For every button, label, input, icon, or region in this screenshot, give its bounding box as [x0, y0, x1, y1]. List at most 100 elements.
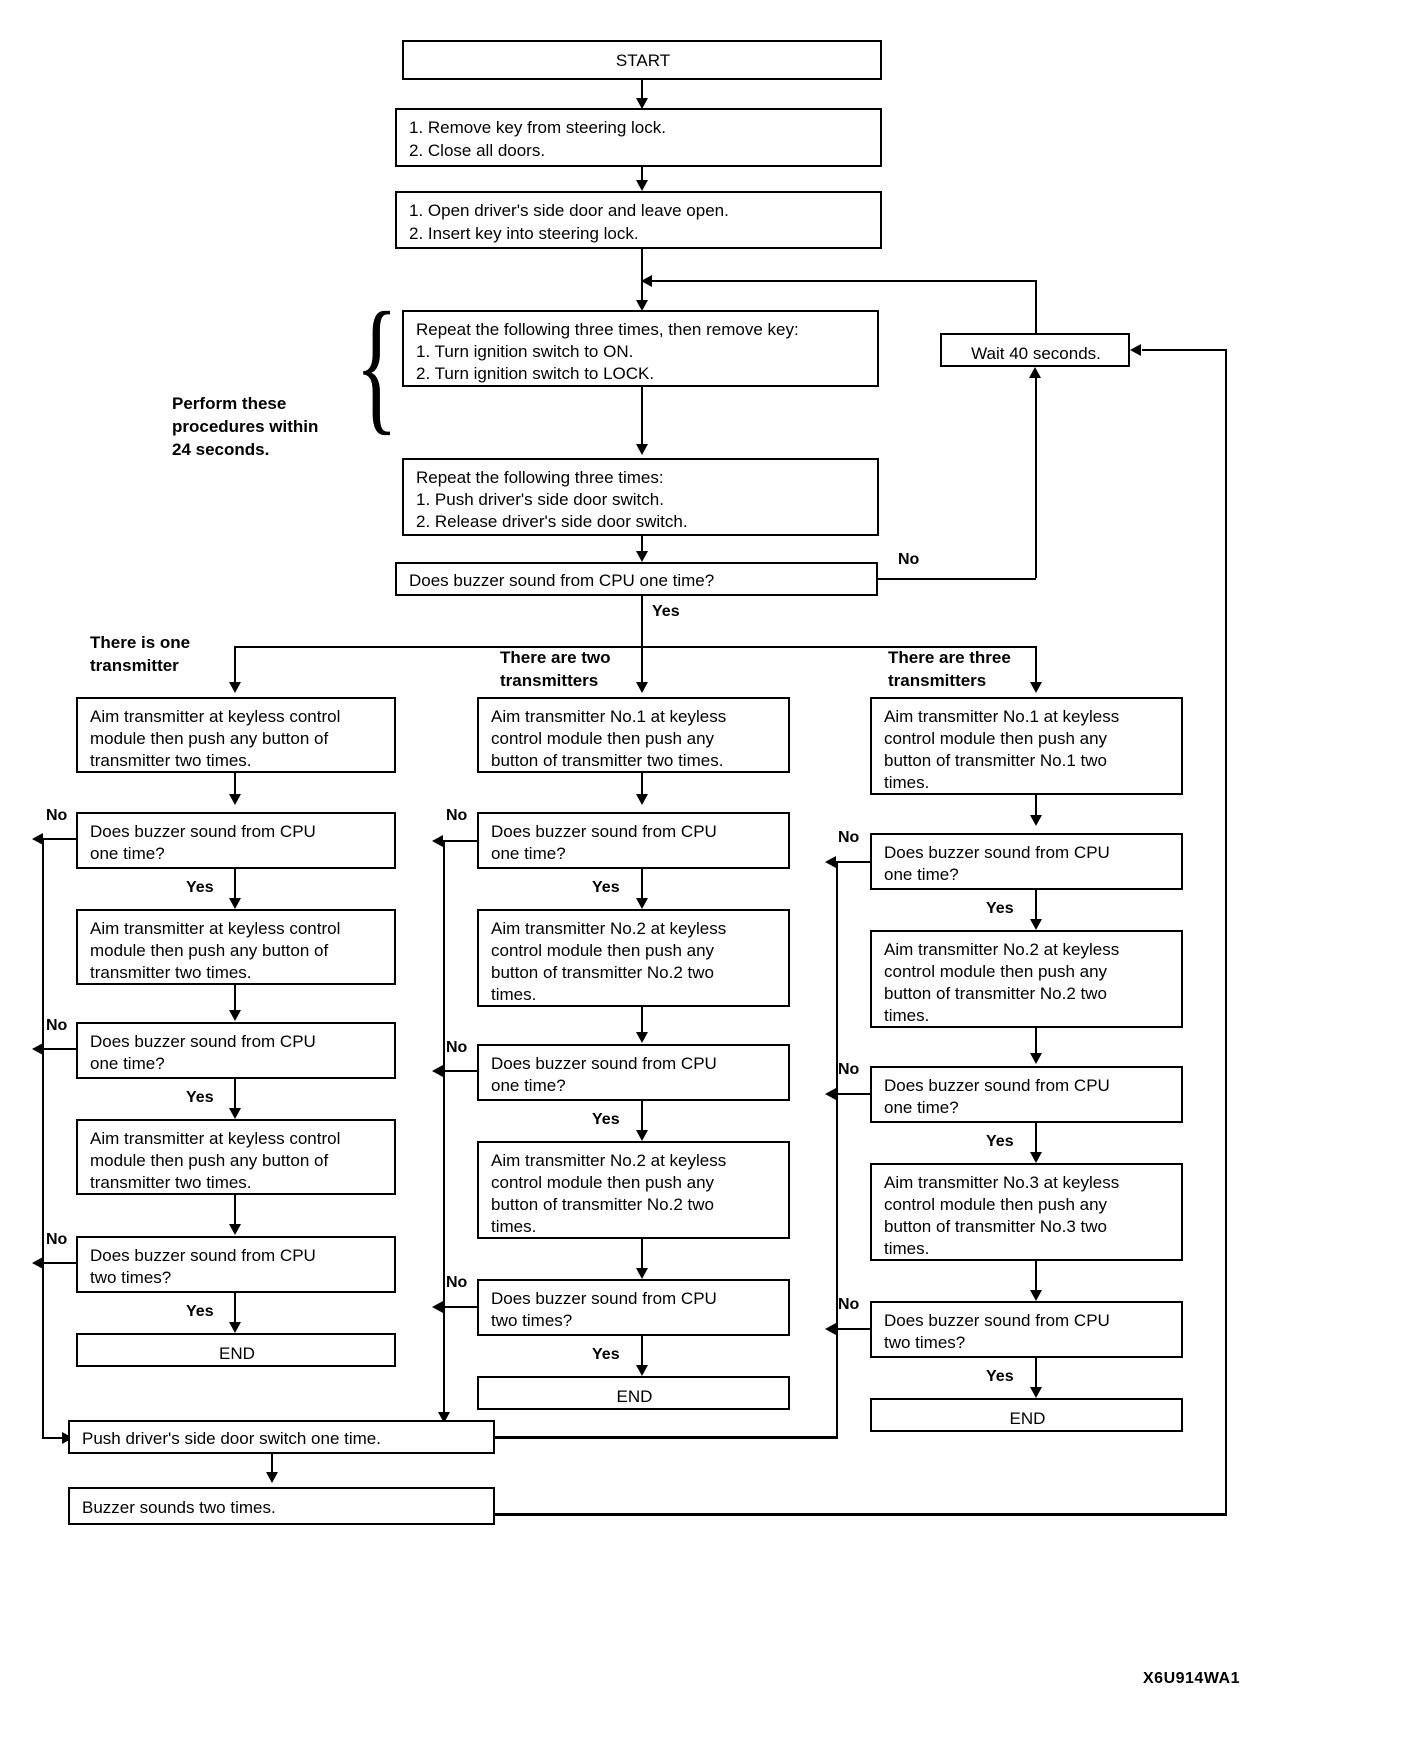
arrow-step3-to-step4 — [636, 444, 648, 455]
arrow-junction-to-step3 — [636, 300, 648, 311]
col-two-noarrow-5 — [432, 1301, 443, 1313]
col-one-step-0: Aim transmitter at keyless control modul… — [76, 697, 396, 773]
arrow-branch-three — [1030, 682, 1042, 693]
col-three-step-2: Aim transmitter No.2 at keyless control … — [870, 930, 1183, 1028]
connector-step3-to-step4 — [641, 387, 643, 452]
col-one-arrow-2 — [229, 1010, 241, 1021]
col-one-arrow-5 — [229, 1322, 241, 1333]
col-one-step-2: Aim transmitter at keyless control modul… — [76, 909, 396, 985]
col-two-arrow-3 — [636, 1130, 648, 1141]
col-two-no-rail-arrow — [438, 1412, 450, 1423]
branch-bus — [234, 646, 1037, 648]
timing-note: Perform these procedures within 24 secon… — [172, 394, 319, 459]
connector-step2-to-junction — [641, 249, 643, 281]
col-one-noline-5 — [42, 1262, 78, 1264]
col-one-step-5: Does buzzer sound from CPU two times? — [76, 1236, 396, 1293]
main-decision-no-label: No — [898, 551, 920, 568]
col-one-conn-3 — [234, 1079, 236, 1117]
col-two-conn-0 — [641, 773, 643, 801]
step1-box: 1. Remove key from steering lock. 2. Clo… — [395, 108, 882, 167]
arrow-branch-two — [636, 682, 648, 693]
col-one-step-1: Does buzzer sound from CPU one time? — [76, 812, 396, 869]
col-two-noline-3 — [443, 1070, 479, 1072]
col-two-step-4: Aim transmitter No.2 at keyless control … — [477, 1141, 790, 1239]
timing-brace: { — [355, 282, 399, 448]
col-one-yes-3: Yes — [186, 1089, 214, 1106]
arrow-branch-one — [229, 682, 241, 693]
branch-label-three: There are three transmitters — [888, 648, 1011, 690]
col-three-noline-5 — [836, 1328, 872, 1330]
col-three-noarrow-3 — [825, 1088, 836, 1100]
col-two-conn-4 — [641, 1239, 643, 1277]
col-two-step-1: Does buzzer sound from CPU one time? — [477, 812, 790, 869]
branch-label-one: There is one transmitter — [90, 633, 191, 675]
col-three-noline-1 — [836, 861, 872, 863]
col-two-yes-3: Yes — [592, 1111, 620, 1128]
connector-buzzer-to-farright — [495, 1513, 1227, 1516]
connector-junction-to-step3 — [641, 281, 643, 306]
col-three-noline-3 — [836, 1093, 872, 1095]
connector-start-to-step1 — [641, 80, 643, 101]
connector-main-no — [878, 578, 1036, 580]
col-one-noarrow-5 — [32, 1257, 43, 1269]
col-one-arrow-3 — [229, 1108, 241, 1119]
col-two-arrow-2 — [636, 1032, 648, 1043]
col-one-step-4: Aim transmitter at keyless control modul… — [76, 1119, 396, 1195]
arrow-into-wait-bottom — [1029, 367, 1041, 378]
col-one-noarrow-3 — [32, 1043, 43, 1055]
col-three-no-3: No — [838, 1061, 860, 1078]
col-three-step-5: Does buzzer sound from CPU two times? — [870, 1301, 1183, 1358]
col-three-arrow-1 — [1030, 919, 1042, 930]
col-one-yes-1: Yes — [186, 879, 214, 896]
col-two-step-3: Does buzzer sound from CPU one time? — [477, 1044, 790, 1101]
col-three-no-rail — [836, 861, 838, 1437]
col-two-conn-2 — [641, 1007, 643, 1040]
col-one-no-rail — [42, 838, 44, 1438]
connector-wait-return-horizontal — [652, 280, 1036, 282]
connector-nodecision-to-wait — [1035, 378, 1037, 578]
arrow-step4-to-decision — [636, 551, 648, 562]
col-two-conn-5 — [641, 1336, 643, 1374]
branch-drop-two — [641, 646, 643, 690]
diagram-code-label: X6U914WA1 — [1143, 1670, 1240, 1687]
col-two-step-5: Does buzzer sound from CPU two times? — [477, 1279, 790, 1336]
col-two-arrow-1 — [636, 898, 648, 909]
col-three-arrow-5 — [1030, 1387, 1042, 1398]
connector-farright-to-wait — [1142, 349, 1227, 351]
col-three-conn-2 — [1035, 1028, 1037, 1061]
col-three-noarrow-5 — [825, 1323, 836, 1335]
col-two-yes-1: Yes — [592, 879, 620, 896]
col-one-no-5: No — [46, 1231, 68, 1248]
col-one-step-3: Does buzzer sound from CPU one time? — [76, 1022, 396, 1079]
branch-label-two: There are two transmitters — [500, 648, 611, 690]
start-box: START — [402, 40, 882, 80]
col-one-no-rail-arrow — [62, 1432, 73, 1444]
col-two-noline-1 — [443, 840, 479, 842]
col-two-yes-5: Yes — [592, 1346, 620, 1363]
connector-step4-to-decision — [641, 536, 643, 556]
col-three-conn-5 — [1035, 1358, 1037, 1396]
connector-main-yes — [641, 596, 643, 648]
arrow-start-to-step1 — [636, 98, 648, 109]
col-two-no-rail — [443, 840, 445, 1420]
col-one-noline-3 — [42, 1048, 78, 1050]
bottom-push-box: Push driver's side door switch one time. — [68, 1420, 495, 1454]
col-one-conn-0 — [234, 773, 236, 801]
col-one-noline-1 — [42, 838, 78, 840]
col-three-no-5: No — [838, 1296, 860, 1313]
connector-wait-to-trunk-up — [1035, 280, 1037, 333]
col-two-no-1: No — [446, 807, 468, 824]
col-one-conn-1 — [234, 869, 236, 907]
col-three-noarrow-1 — [825, 856, 836, 868]
col-three-arrow-0 — [1030, 815, 1042, 826]
wait-box: Wait 40 seconds. — [940, 333, 1130, 367]
connector-push-to-buzzer — [271, 1454, 273, 1479]
col-one-yes-5: Yes — [186, 1303, 214, 1320]
col-one-no-3: No — [46, 1017, 68, 1034]
col-three-conn-4 — [1035, 1261, 1037, 1299]
col-one-conn-4 — [234, 1195, 236, 1233]
col-three-conn-3 — [1035, 1123, 1037, 1161]
col-two-arrow-4 — [636, 1268, 648, 1279]
main-decision-yes-label: Yes — [652, 603, 680, 620]
